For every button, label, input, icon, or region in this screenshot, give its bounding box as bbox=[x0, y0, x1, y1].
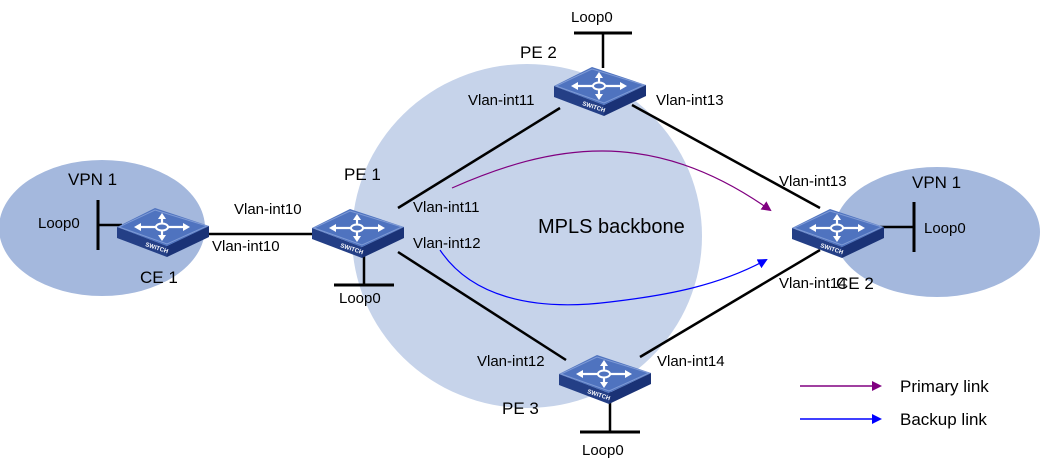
pe3-loop-label: Loop0 bbox=[582, 442, 624, 459]
iface-pe1-pe2: Vlan-int11 bbox=[413, 199, 479, 216]
legend: Primary link Backup link bbox=[800, 377, 989, 429]
pe1-loop-label: Loop0 bbox=[339, 290, 381, 307]
backup-link-path bbox=[439, 249, 768, 306]
iface-pe1-ce1: Vlan-int10 bbox=[234, 201, 302, 218]
pe2-name: PE 2 bbox=[520, 43, 557, 62]
vpn-cloud-right bbox=[834, 167, 1040, 297]
primary-link-path bbox=[451, 150, 772, 212]
pe3-name: PE 3 bbox=[502, 399, 539, 418]
mpls-backbone-cloud bbox=[352, 64, 702, 408]
iface-pe2-pe1: Vlan-int11 bbox=[468, 92, 534, 109]
iface-pe2-ce2: Vlan-int13 bbox=[656, 92, 724, 109]
ce1-name: CE 1 bbox=[140, 268, 178, 287]
ce1-loop-label: Loop0 bbox=[38, 215, 80, 232]
link-pe1-pe2 bbox=[397, 106, 561, 210]
pe1-name: PE 1 bbox=[344, 165, 381, 184]
iface-pe1-pe3: Vlan-int12 bbox=[413, 235, 481, 252]
iface-pe3-pe1: Vlan-int12 bbox=[477, 353, 545, 370]
iface-ce2-pe2: Vlan-int13 bbox=[779, 173, 847, 190]
vpn-left-label: VPN 1 bbox=[68, 170, 117, 189]
legend-backup-label: Backup link bbox=[900, 410, 987, 429]
mpls-backbone-label: MPLS backbone bbox=[538, 216, 685, 238]
iface-pe3-ce2: Vlan-int14 bbox=[657, 353, 725, 370]
link-pe1-pe3 bbox=[397, 250, 567, 362]
link-pe2-ce2 bbox=[631, 103, 821, 210]
vpn-cloud-left bbox=[0, 160, 205, 296]
legend-primary-label: Primary link bbox=[900, 377, 989, 396]
iface-ce1-pe1: Vlan-int10 bbox=[212, 238, 280, 255]
link-pe3-ce2 bbox=[639, 248, 821, 359]
vpn-right-label: VPN 1 bbox=[912, 173, 961, 192]
ce2-loop-label: Loop0 bbox=[924, 220, 966, 237]
ce2-name: CE 2 bbox=[836, 274, 874, 293]
pe2-loop-label: Loop0 bbox=[571, 9, 613, 26]
iface-ce2-pe3: Vlan-int14 bbox=[779, 275, 847, 292]
